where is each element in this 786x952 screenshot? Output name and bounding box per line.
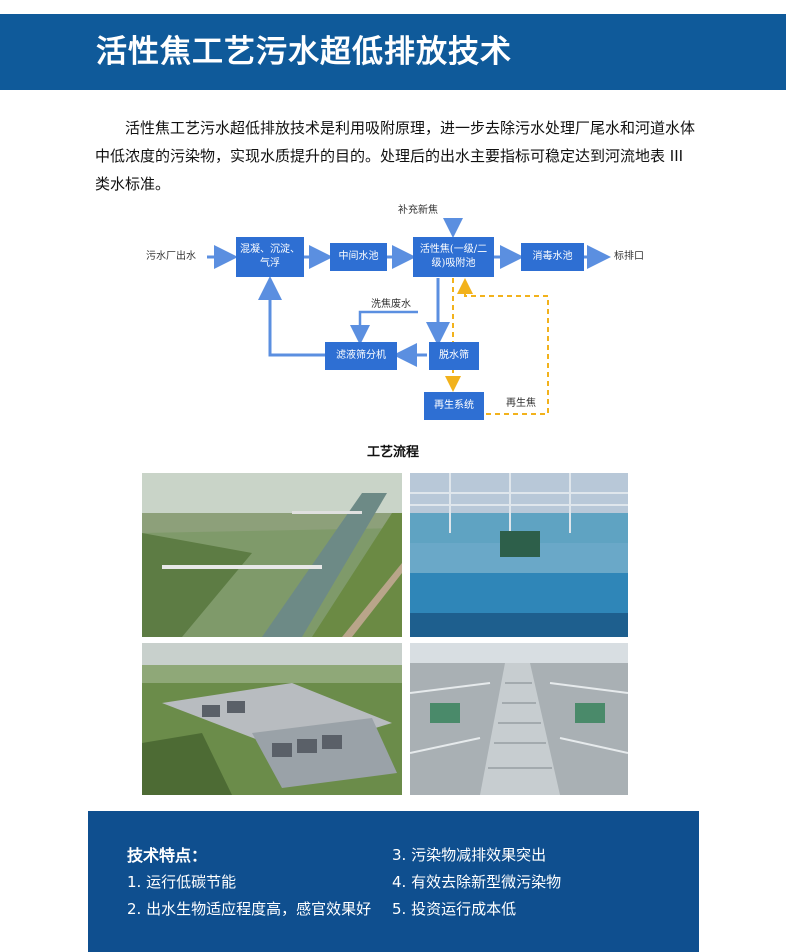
tank-photo [410,473,628,637]
feature-item: 5. 投资运行成本低 [392,900,517,918]
title-banner: 活性焦工艺污水超低排放技术 [0,14,786,90]
arrow-return [258,276,325,357]
arrow-regen-return [457,278,549,415]
intro-paragraph: 活性焦工艺污水超低排放技术是利用吸附原理，进一步去除污水处理厂尾水和河道水体中低… [95,119,696,193]
flow-caption: 工艺流程 [366,445,419,460]
new-coke-label: 补充新焦 [398,205,438,216]
feature-item: 4. 有效去除新型微污染物 [392,873,562,891]
adsorption-box: 活性焦(一级/二级)吸附池 [413,237,494,277]
coagulation-box: 混凝、沉淀、气浮 [236,237,304,277]
flow-connectors [207,218,611,415]
regeneration-box: 再生系统 [424,392,484,420]
page-title: 活性焦工艺污水超低排放技术 [96,34,512,70]
middle-tank-box: 中间水池 [330,243,387,271]
dewater-box: 脱水筛 [429,342,479,370]
walkway-photo [410,643,628,795]
disinfection-box: 消毒水池 [521,243,584,271]
wash-water-label: 洗焦废水 [371,299,411,310]
process-flow-diagram: 补充新焦 污水厂出水 标排口 混凝、沉淀、气浮 中间水池 活性焦(一级/二级)吸… [0,200,786,435]
input-label: 污水厂出水 [146,251,196,262]
plant-aerial-photo [142,643,402,795]
river-photo [142,473,402,637]
feature-item: 1. 运行低碳节能 [127,873,237,891]
arrow-wash-water [350,310,418,345]
filter-press-box: 滤液筛分机 [325,342,397,370]
feature-item: 2. 出水生物适应程度高，感官效果好 [127,900,372,918]
feature-item: 3. 污染物减排效果突出 [392,846,547,864]
regen-coke-label: 再生焦 [506,398,536,409]
features-panel: 技术特点： 1. 运行低碳节能 2. 出水生物适应程度高，感官效果好 3. 污染… [88,811,699,952]
output-label: 标排口 [614,251,644,262]
features-title: 技术特点： [127,846,208,865]
